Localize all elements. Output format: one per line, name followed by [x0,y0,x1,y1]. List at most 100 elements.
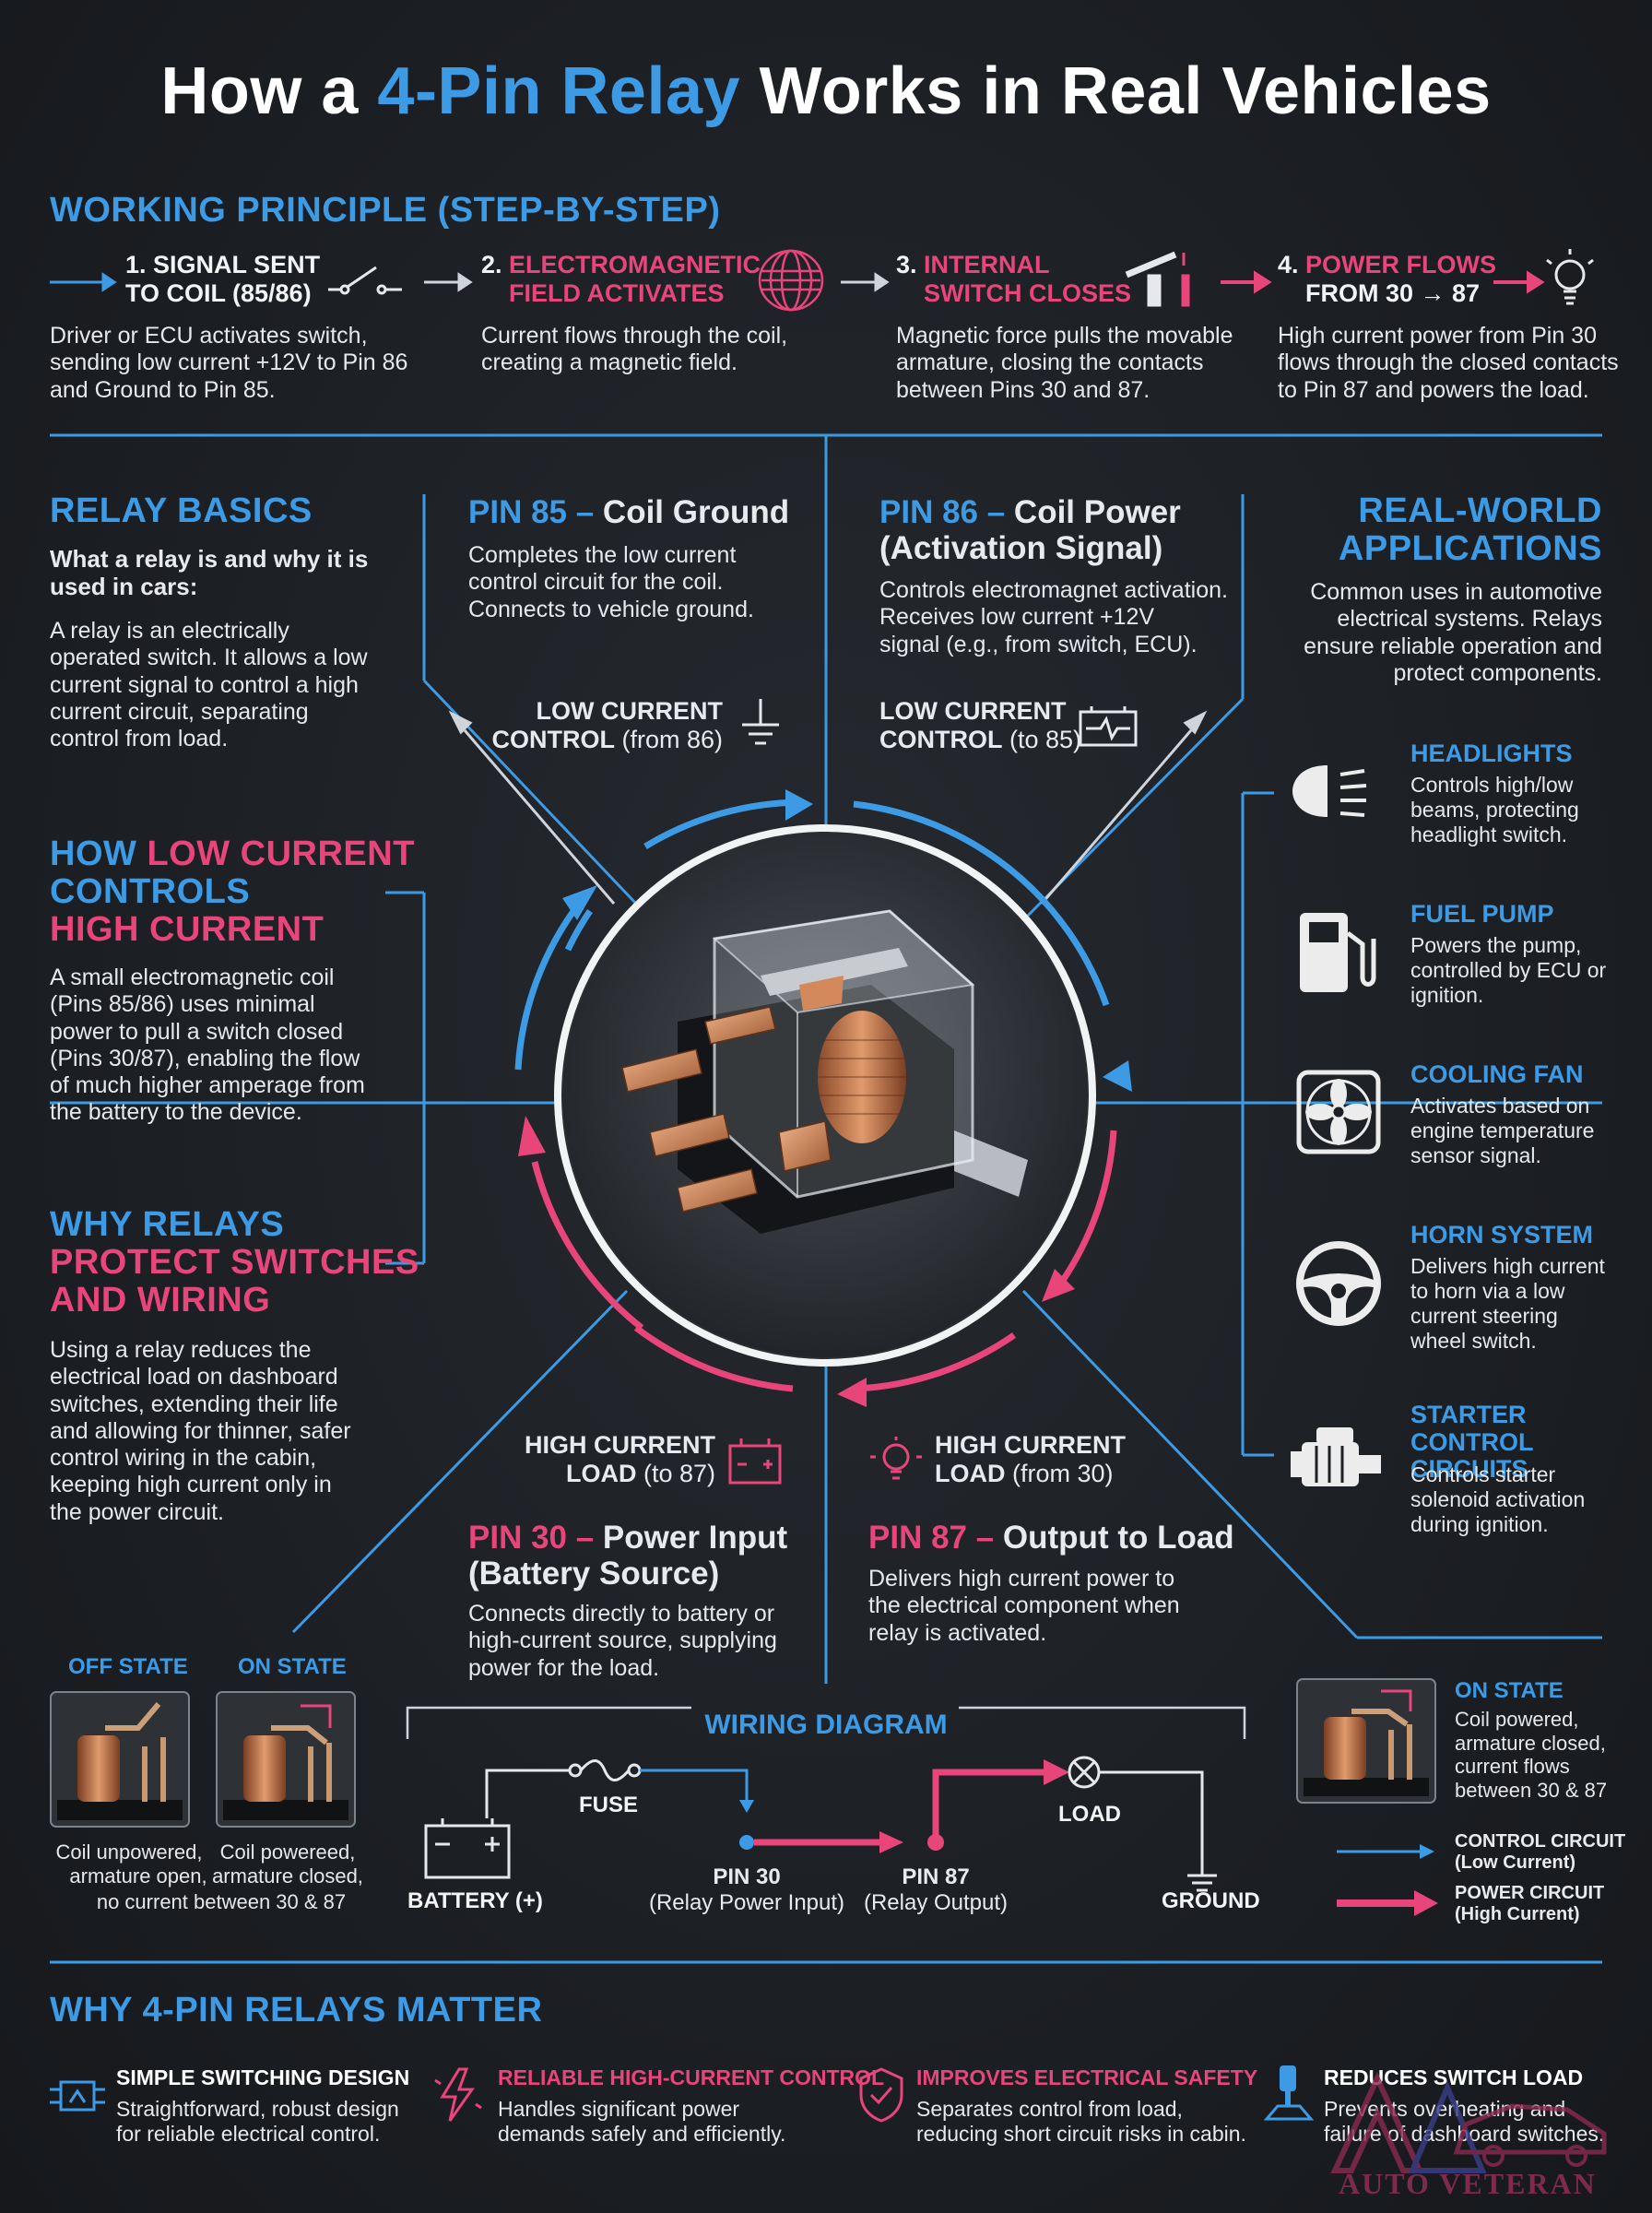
off-state-desc-line3: no current between 30 & 87 [96,1890,347,1913]
matter-4-title: REDUCES SWITCH LOAD [1324,2065,1584,2089]
app-cooling-fan-title: COOLING FAN [1410,1060,1584,1088]
ground-icon [742,699,779,745]
page-title: How a 4-Pin Relay Works in Real Vehicles [160,54,1492,128]
electromagnetic-coil-icon [758,249,824,312]
control-legend-arrow [1337,1844,1434,1859]
matter-2-title: RELIABLE HIGH-CURRENT CONTROL [498,2065,885,2089]
pin86-desc: Controls electromagnet activation.Receiv… [879,577,1228,657]
step-1-title: 1. SIGNAL SENT TO COIL (85/86) [125,251,321,308]
light-bulb-icon [1546,249,1594,305]
off-state-thumbnail [50,1691,190,1828]
load-label: LOAD [1058,1802,1121,1827]
pin30-wiring-label: PIN 30(Relay Power Input) [648,1864,845,1915]
battery-pulse-icon [1079,706,1138,747]
arrow-after-step-4 [1493,270,1545,294]
app-horn-title: HORN SYSTEM [1410,1221,1594,1249]
pin30-node [739,1835,754,1850]
app-fuel-pump-title: FUEL PUMP [1410,900,1554,928]
on-state-right-label: ON STATE [1455,1678,1564,1703]
matter-1-title: SIMPLE SWITCHING DESIGN [116,2065,410,2089]
pin86-title: PIN 86 – Coil Power (Activation Signal) [879,494,1181,567]
pin85-title: PIN 85 – Coil Ground [468,494,790,530]
off-state-desc: Coil unpowered,armature open, [55,1840,207,1888]
pin87-frame-diag [1021,1289,1359,1639]
auto-veteran-logo [1330,2071,1607,2173]
working-principle-heading: WORKING PRINCIPLE (STEP-BY-STEP) [50,191,721,230]
lightning-icon [434,2067,482,2122]
control-arrowheads [562,789,1132,1092]
on-state-right-thumbnail [1296,1678,1436,1804]
off-state-label: OFF STATE [68,1654,188,1679]
wiring-battery-icon [424,1818,511,1879]
pin30-title: PIN 30 – Power Input (Battery Source) [468,1520,788,1592]
switching-design-icon [50,2080,105,2112]
step-1-desc: Driver or ECU activates switch,sending l… [50,323,408,403]
protect-heading: WHY RELAYS PROTECT SWITCHES AND WIRING [50,1205,419,1320]
step-2-desc: Current flows through the coil,creating … [481,323,788,376]
headlight-icon [1292,765,1367,817]
pin30-frame-diag [291,1289,629,1634]
legend-power: POWER CIRCUIT(High Current) [1455,1883,1605,1924]
power-arrowheads [518,1116,1075,1407]
low-high-desc: A small electromagnetic coil(Pins 85/86)… [50,964,365,1126]
watermark-text: AUTO VETERAN [1339,2167,1597,2200]
switch-load-icon [1263,2065,1315,2121]
low-high-heading: HOW LOW CURRENT CONTROLS HIGH CURRENT [50,834,415,950]
legend-control: CONTROL CIRCUIT(Low Current) [1455,1831,1626,1873]
pin86-arrow [1040,710,1208,905]
pin85-arrow [448,710,616,905]
bulb-icon-pin87 [870,1437,922,1480]
pin87-title: PIN 87 – Output to Load [868,1520,1234,1556]
pin85-flow-label: LOW CURRENT CONTROL (from 86) [491,697,723,754]
arrow-to-step-2 [424,272,473,292]
wiring-diagram [406,1706,1246,1892]
pin87-node [927,1834,944,1851]
power-circuit-arcs [531,1130,1117,1392]
pin86-flow-label: LOW CURRENT CONTROL (to 85) [879,697,1082,754]
arrow-to-step-1 [50,272,117,292]
battery-icon [728,1438,782,1485]
starter-motor-icon [1291,1427,1381,1486]
fuel-pump-icon [1300,913,1376,992]
switch-icon [328,266,402,295]
relay-illustration [563,834,1087,1357]
battery-label: BATTERY (+) [407,1888,543,1913]
ground-label: GROUND [1162,1888,1260,1913]
steering-wheel-icon [1296,1241,1381,1326]
pin87-wiring-label: PIN 87(Relay Output) [863,1864,1009,1915]
pin30-flow-label: HIGH CURRENT LOAD (to 87) [525,1431,715,1488]
step-3-title: 3. INTERNAL SWITCH CLOSES [896,251,1132,308]
fan-icon [1296,1070,1381,1154]
app-headlights-title: HEADLIGHTS [1410,740,1573,767]
armature-switch-icon [1125,251,1190,307]
on-state-label: ON STATE [238,1654,347,1679]
on-state-thumbnail [216,1691,356,1828]
matter-3-desc: Separates control from load,reducing sho… [916,2097,1246,2146]
wiring-heading: WIRING DIAGRAM [704,1710,948,1740]
fuse-label: FUSE [579,1793,639,1817]
arrow-to-step-4 [1221,270,1272,294]
shield-icon [859,2067,903,2123]
legend-arrows [1337,1844,1438,1916]
step-arrows [50,249,1594,312]
matter-3-title: IMPROVES ELECTRICAL SAFETY [916,2065,1258,2089]
load-icon [1068,1756,1101,1789]
on-state-desc: Coil powereed,armature closed, [212,1840,363,1888]
fuse-icon [568,1759,642,1781]
pin87-flow-label: HIGH CURRENT LOAD (from 30) [935,1431,1126,1488]
relay-basics-heading: RELAY BASICS [50,491,313,530]
